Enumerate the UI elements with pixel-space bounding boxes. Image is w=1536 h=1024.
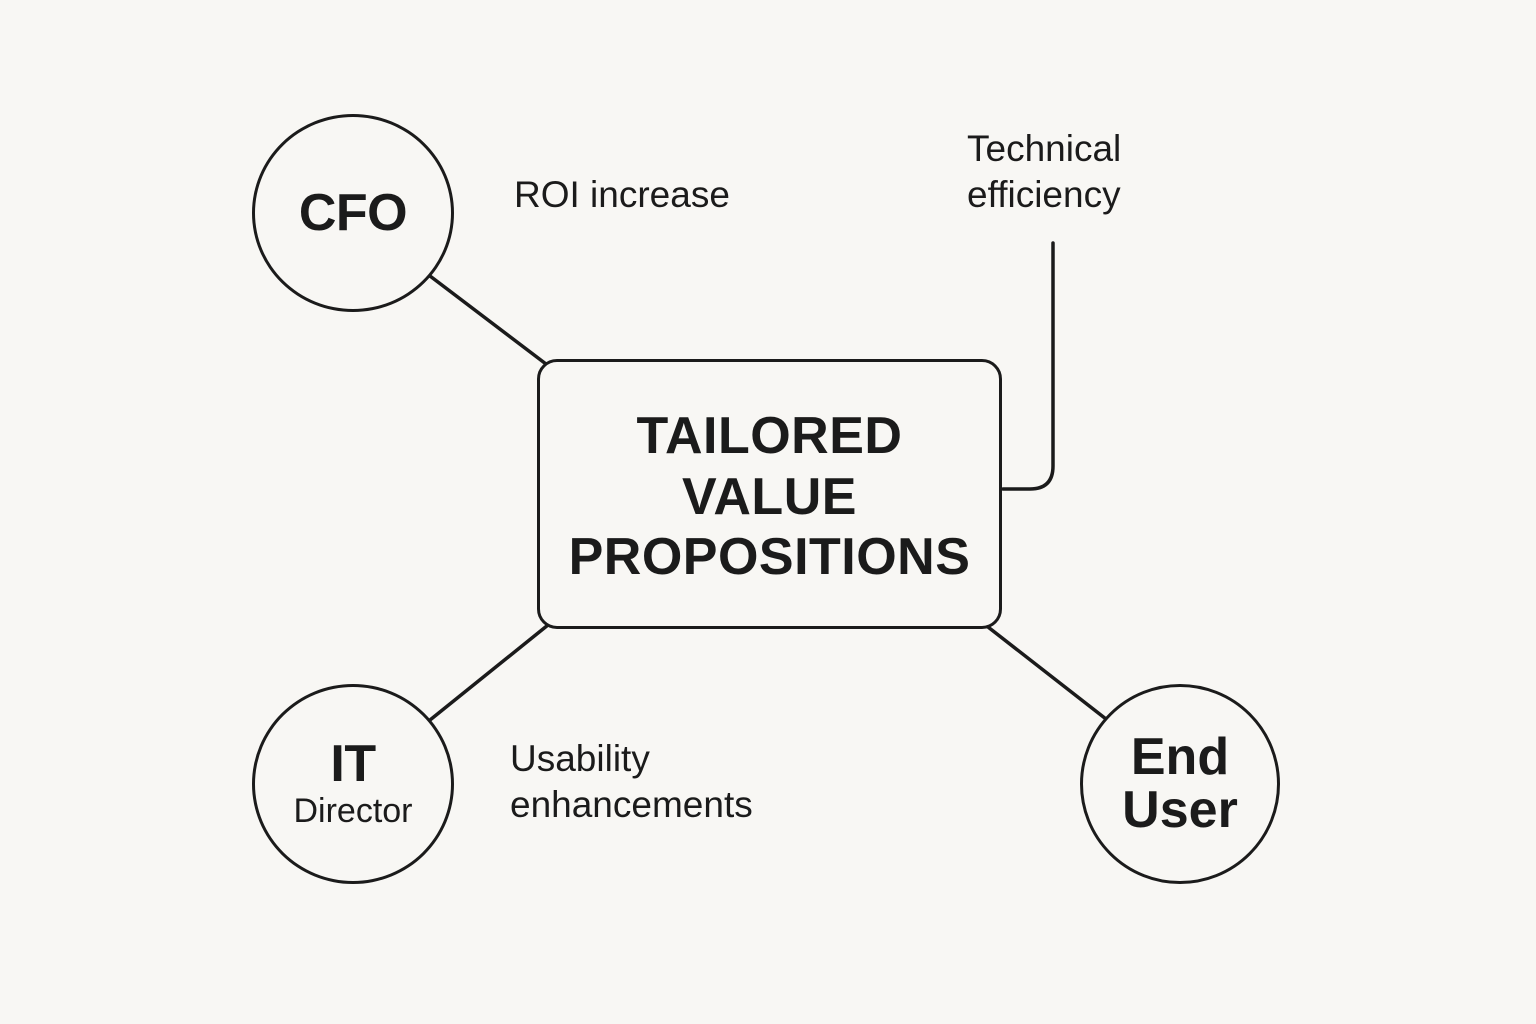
stakeholder-cfo-label: CFO bbox=[298, 184, 408, 242]
center-value-proposition-box: TAILORED VALUE PROPOSITIONS bbox=[537, 359, 1002, 629]
stakeholder-end-user-label: End User bbox=[1122, 727, 1238, 839]
benefit-technical-label: Technical efficiency bbox=[967, 128, 1122, 216]
stakeholder-end-user-circle: End User bbox=[1080, 684, 1280, 884]
benefit-usability-label: Usability enhancements bbox=[510, 738, 753, 826]
stakeholder-it-director-circle: IT Director bbox=[252, 684, 454, 884]
connector-cfo bbox=[428, 274, 548, 366]
stakeholder-director-label: Director bbox=[293, 792, 413, 831]
center-title: TAILORED VALUE PROPOSITIONS bbox=[568, 406, 971, 587]
connector-technical bbox=[1001, 241, 1055, 491]
connector-it-director bbox=[428, 623, 550, 722]
benefit-roi-label: ROI increase bbox=[514, 174, 730, 215]
connector-end-user bbox=[986, 625, 1108, 721]
stakeholder-it-label: IT bbox=[330, 735, 376, 794]
stakeholder-cfo-circle: CFO bbox=[252, 114, 454, 312]
